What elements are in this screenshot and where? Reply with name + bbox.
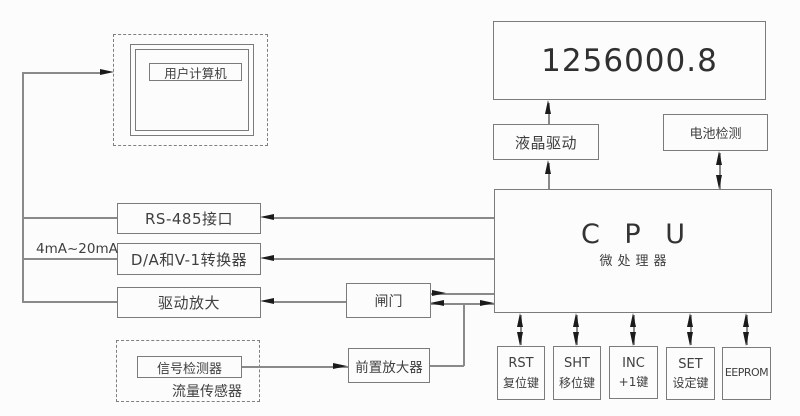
connector-cpu-lcddriver (548, 163, 550, 189)
connector-gate-driveamp (274, 301, 346, 303)
arrowhead-sht-down (573, 332, 579, 346)
signal-detector-box: 信号检测器 (137, 356, 242, 378)
battery-check-box: 电池检测 (663, 114, 768, 151)
key-rst-code: RST (508, 356, 534, 372)
battery-check-label: 电池检测 (689, 127, 742, 142)
arrowhead-into-cpu (480, 300, 494, 306)
arrowhead-rst-down (517, 332, 523, 346)
preamp-box: 前置放大器 (348, 348, 430, 383)
flow-sensor-dashed-frame (116, 340, 260, 402)
arrowhead-eeprom-up (743, 313, 749, 327)
connector-cpu-key-rst (520, 315, 522, 345)
converter-box: D/A和V-1转换器 (117, 243, 261, 275)
lcd-display-box: 1256000.8 (493, 21, 766, 100)
arrowhead-rst-up (517, 313, 523, 327)
drive-amp-label: 驱动放大 (157, 294, 220, 312)
key-eeprom-code: EEPROM (724, 366, 769, 380)
lcd-driver-box: 液晶驱动 (493, 124, 599, 160)
connector-left-bus (22, 72, 24, 303)
connector-preamp-branch-horizontal (430, 365, 464, 367)
computer-title-box: 用户计算机 (149, 63, 242, 81)
key-sht-name: 移位键 (558, 375, 595, 390)
signal-detector-label: 信号检测器 (156, 361, 222, 377)
key-inc-name: +1键 (618, 375, 649, 390)
connector-bus-rs485 (22, 217, 117, 219)
connector-cpu-converter (274, 258, 494, 260)
connector-bus-driveamp (22, 301, 117, 303)
key-sht-code: SHT (564, 356, 590, 372)
connector-gate-cpu-lower (430, 303, 494, 305)
current-loop-label: 4mA~20mA (36, 241, 118, 257)
cpu-box: C P U 微处理器 (494, 189, 772, 313)
rs485-box: RS-485接口 (117, 203, 261, 234)
key-rst-name: 复位键 (502, 375, 539, 390)
connector-cpu-key-inc (633, 315, 635, 345)
key-eeprom: EEPROM (722, 347, 771, 400)
arrowhead-set-up (687, 313, 693, 327)
arrowhead-eeprom-down (743, 332, 749, 346)
connector-cpu-rs485 (274, 217, 494, 219)
key-set: SET 设定键 (666, 347, 715, 400)
key-inc-code: INC (622, 355, 645, 371)
key-sht: SHT 移位键 (553, 346, 601, 400)
connector-cpu-key-set (690, 315, 692, 345)
cpu-subtitle: 微处理器 (599, 254, 672, 269)
arrowhead-into-converter (260, 255, 274, 261)
arrowhead-to-computer (100, 69, 114, 75)
arrowhead-into-battery (716, 151, 722, 165)
connector-detector-preamp (242, 366, 348, 368)
arrowhead-gate-to-cpu (432, 290, 446, 296)
converter-label: D/A和V-1转换器 (130, 250, 248, 269)
connector-preamp-branch-vertical (463, 303, 465, 366)
gate-label: 闸门 (374, 293, 403, 310)
key-set-name: 设定键 (672, 376, 709, 391)
connector-to-computer (22, 72, 104, 74)
flow-sensor-label: 流量传感器 (172, 384, 242, 400)
computer-inner-frame (135, 49, 249, 131)
key-rst: RST 复位键 (497, 346, 545, 400)
arrowhead-into-rs485 (260, 214, 274, 220)
arrowhead-battery-into-cpu (716, 175, 722, 189)
arrowhead-into-preamp (333, 363, 347, 369)
arrowhead-into-lcddriver (545, 160, 551, 174)
cpu-title: C P U (580, 219, 694, 250)
drive-amp-box: 驱动放大 (117, 287, 261, 318)
arrowhead-inc-up (630, 313, 636, 327)
connector-gate-cpu-upper (430, 293, 494, 295)
arrowhead-sht-up (573, 313, 579, 327)
connector-battery-cpu (719, 153, 721, 189)
arrowhead-inc-down (630, 332, 636, 346)
rs485-label: RS-485接口 (145, 210, 233, 228)
cpu-label-group: C P U 微处理器 (573, 219, 693, 283)
lcd-driver-label: 液晶驱动 (514, 133, 577, 152)
connector-cpu-key-sht (576, 315, 578, 345)
arrowhead-into-driveamp (260, 298, 274, 304)
computer-label: 用户计算机 (164, 65, 227, 81)
computer-dashed-frame (113, 34, 268, 146)
arrowhead-set-down (687, 332, 693, 346)
arrowhead-into-display (545, 100, 551, 114)
connector-bus-converter (22, 258, 117, 260)
arrowhead-into-gate (430, 300, 444, 306)
preamp-label: 前置放大器 (355, 359, 423, 376)
gate-box: 闸门 (346, 283, 431, 318)
key-set-code: SET (678, 356, 703, 372)
key-inc: INC +1键 (609, 346, 658, 399)
connector-cpu-key-eeprom (746, 315, 748, 345)
lcd-display-value: 1256000.8 (541, 42, 718, 79)
